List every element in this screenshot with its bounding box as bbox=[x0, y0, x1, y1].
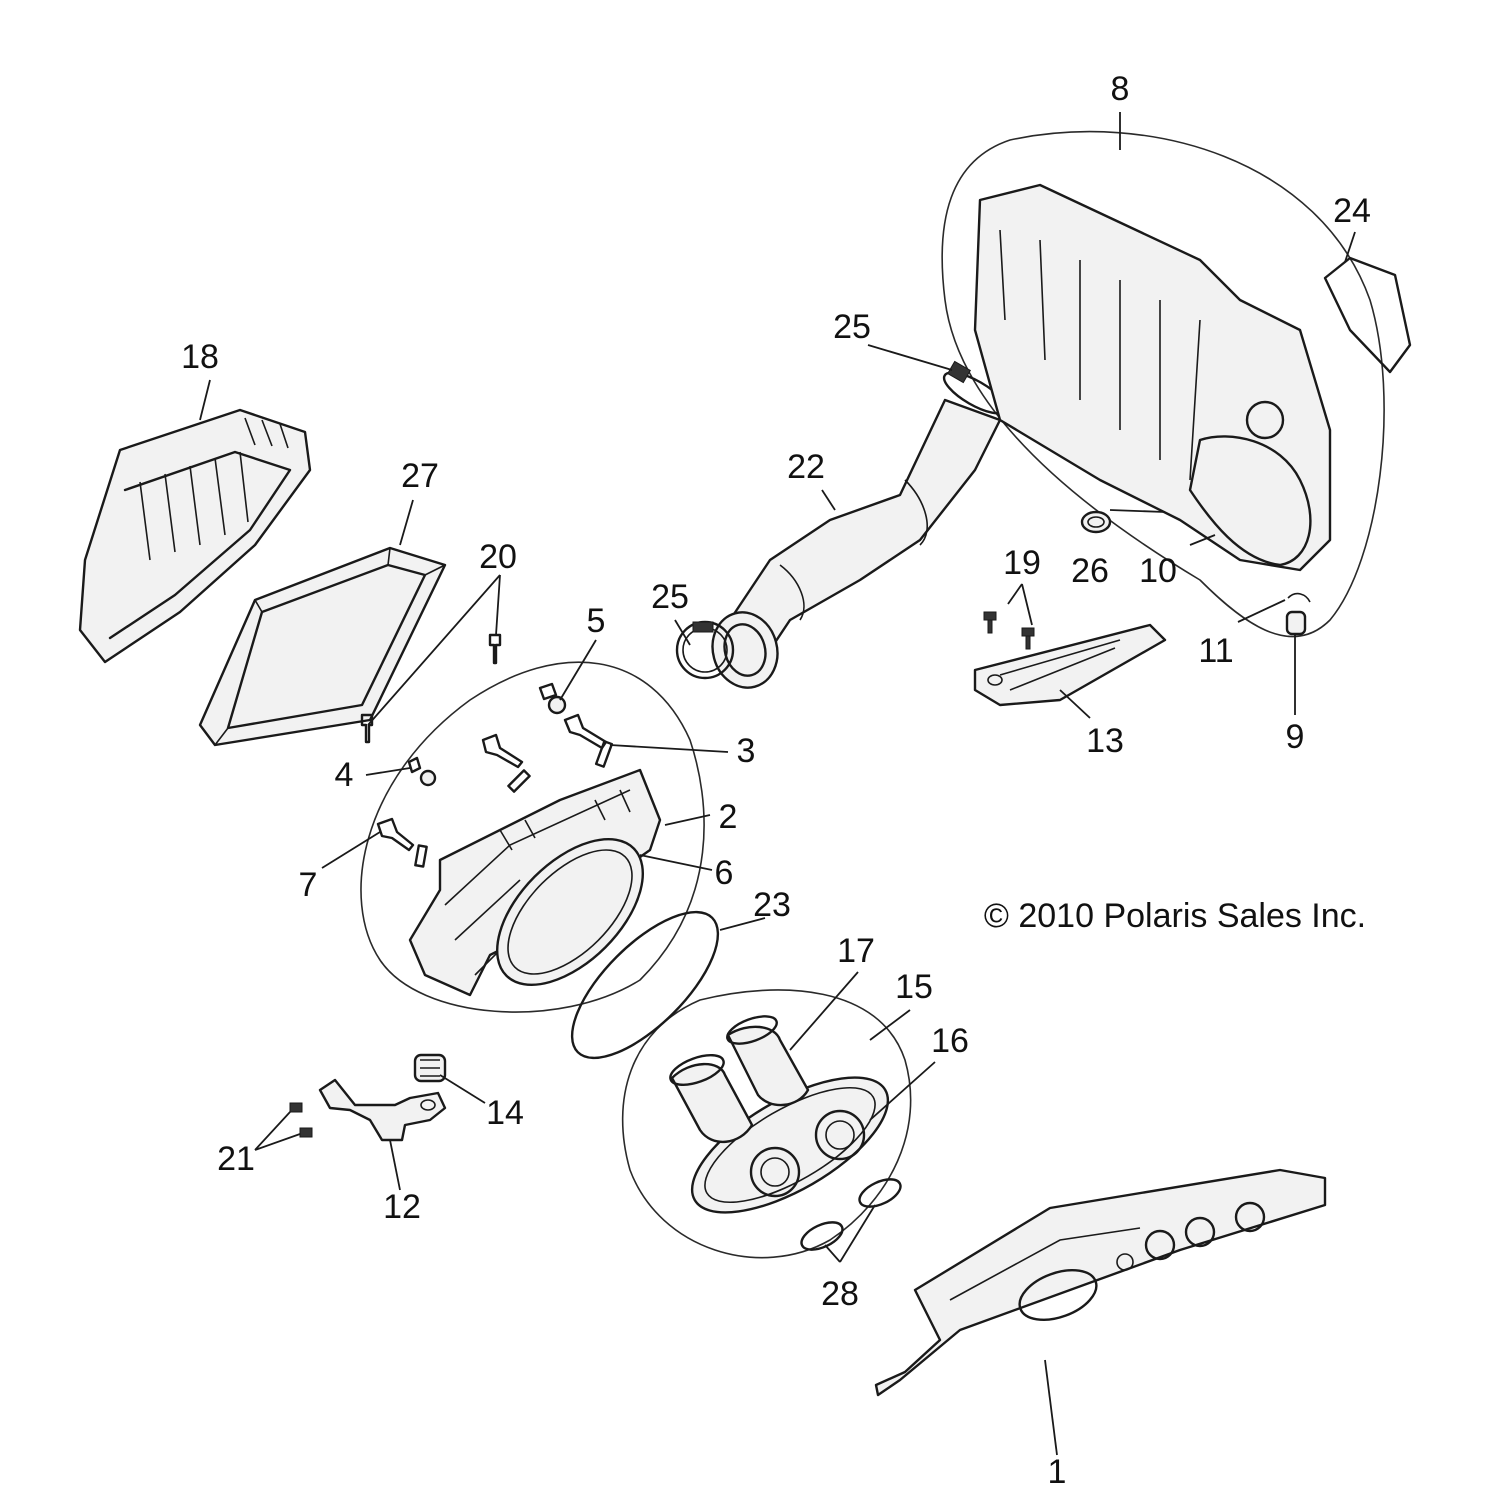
airbox-base-group-outline bbox=[360, 661, 705, 1013]
callout-25-lower: 25 bbox=[651, 578, 689, 616]
screw-upper-part bbox=[488, 633, 502, 665]
callout-25-upper: 25 bbox=[833, 308, 871, 346]
latch-hardware-part bbox=[376, 682, 614, 868]
grommet-part bbox=[1080, 510, 1112, 534]
callout-12: 12 bbox=[383, 1188, 421, 1226]
air-filter-part bbox=[198, 546, 447, 747]
callout-14: 14 bbox=[486, 1094, 524, 1132]
callout-11: 11 bbox=[1198, 632, 1233, 670]
callout-24: 24 bbox=[1333, 192, 1371, 230]
o-ring-part bbox=[570, 910, 720, 1060]
callout-22: 22 bbox=[787, 448, 825, 486]
callout-2: 2 bbox=[719, 798, 738, 836]
airbox-cover-part bbox=[78, 408, 312, 664]
callout-17: 17 bbox=[837, 932, 875, 970]
intake-duct-part bbox=[711, 398, 1002, 689]
callout-18: 18 bbox=[181, 338, 219, 376]
drain-plug-part bbox=[1285, 610, 1307, 636]
callout-labels: 8 24 25 18 22 27 20 19 26 10 25 5 11 13 … bbox=[181, 70, 1371, 1491]
copyright-notice: © 2010 Polaris Sales Inc. bbox=[984, 897, 1366, 935]
intake-boot-left-part bbox=[669, 1054, 754, 1144]
callout-1: 1 bbox=[1048, 1453, 1067, 1491]
base-seal-part bbox=[495, 837, 645, 987]
callout-19: 19 bbox=[1003, 544, 1041, 582]
leader-lines bbox=[199, 112, 1356, 1456]
callout-26: 26 bbox=[1071, 552, 1109, 590]
callout-16: 16 bbox=[931, 1022, 969, 1060]
callout-13: 13 bbox=[1086, 722, 1124, 760]
callout-21: 21 bbox=[217, 1140, 255, 1178]
lid-bracket-part bbox=[973, 623, 1167, 707]
callout-9: 9 bbox=[1286, 718, 1305, 756]
base-bracket-part bbox=[318, 1078, 447, 1142]
lid-gasket-part bbox=[1323, 256, 1412, 374]
mounting-plate-part bbox=[874, 1168, 1327, 1397]
hose-clamp-lower-part bbox=[675, 620, 735, 680]
callout-20: 20 bbox=[479, 538, 517, 576]
callout-27: 27 bbox=[401, 457, 439, 495]
bolt-pair-part bbox=[983, 611, 1035, 650]
callout-15: 15 bbox=[895, 968, 933, 1006]
airbox-lid-part bbox=[973, 183, 1332, 572]
callout-6: 6 bbox=[715, 854, 734, 892]
callout-28: 28 bbox=[821, 1275, 859, 1313]
callout-8: 8 bbox=[1111, 70, 1130, 108]
callout-5: 5 bbox=[587, 602, 606, 640]
callout-4: 4 bbox=[335, 756, 354, 794]
outlet-adapter-group-outline bbox=[621, 989, 912, 1259]
bracket-bolt-pair-part bbox=[289, 1102, 313, 1138]
callout-23: 23 bbox=[753, 886, 791, 924]
airbox-lid-group-outline bbox=[941, 130, 1385, 638]
callout-7: 7 bbox=[299, 866, 318, 904]
callout-10: 10 bbox=[1139, 552, 1177, 590]
callout-3: 3 bbox=[737, 732, 756, 770]
screw-lower-part bbox=[360, 713, 374, 744]
clip-part bbox=[1287, 592, 1311, 603]
rubber-mount-part bbox=[413, 1053, 447, 1083]
outlet-adapter-part bbox=[690, 1076, 890, 1214]
intake-boot-right-part bbox=[726, 1015, 810, 1107]
